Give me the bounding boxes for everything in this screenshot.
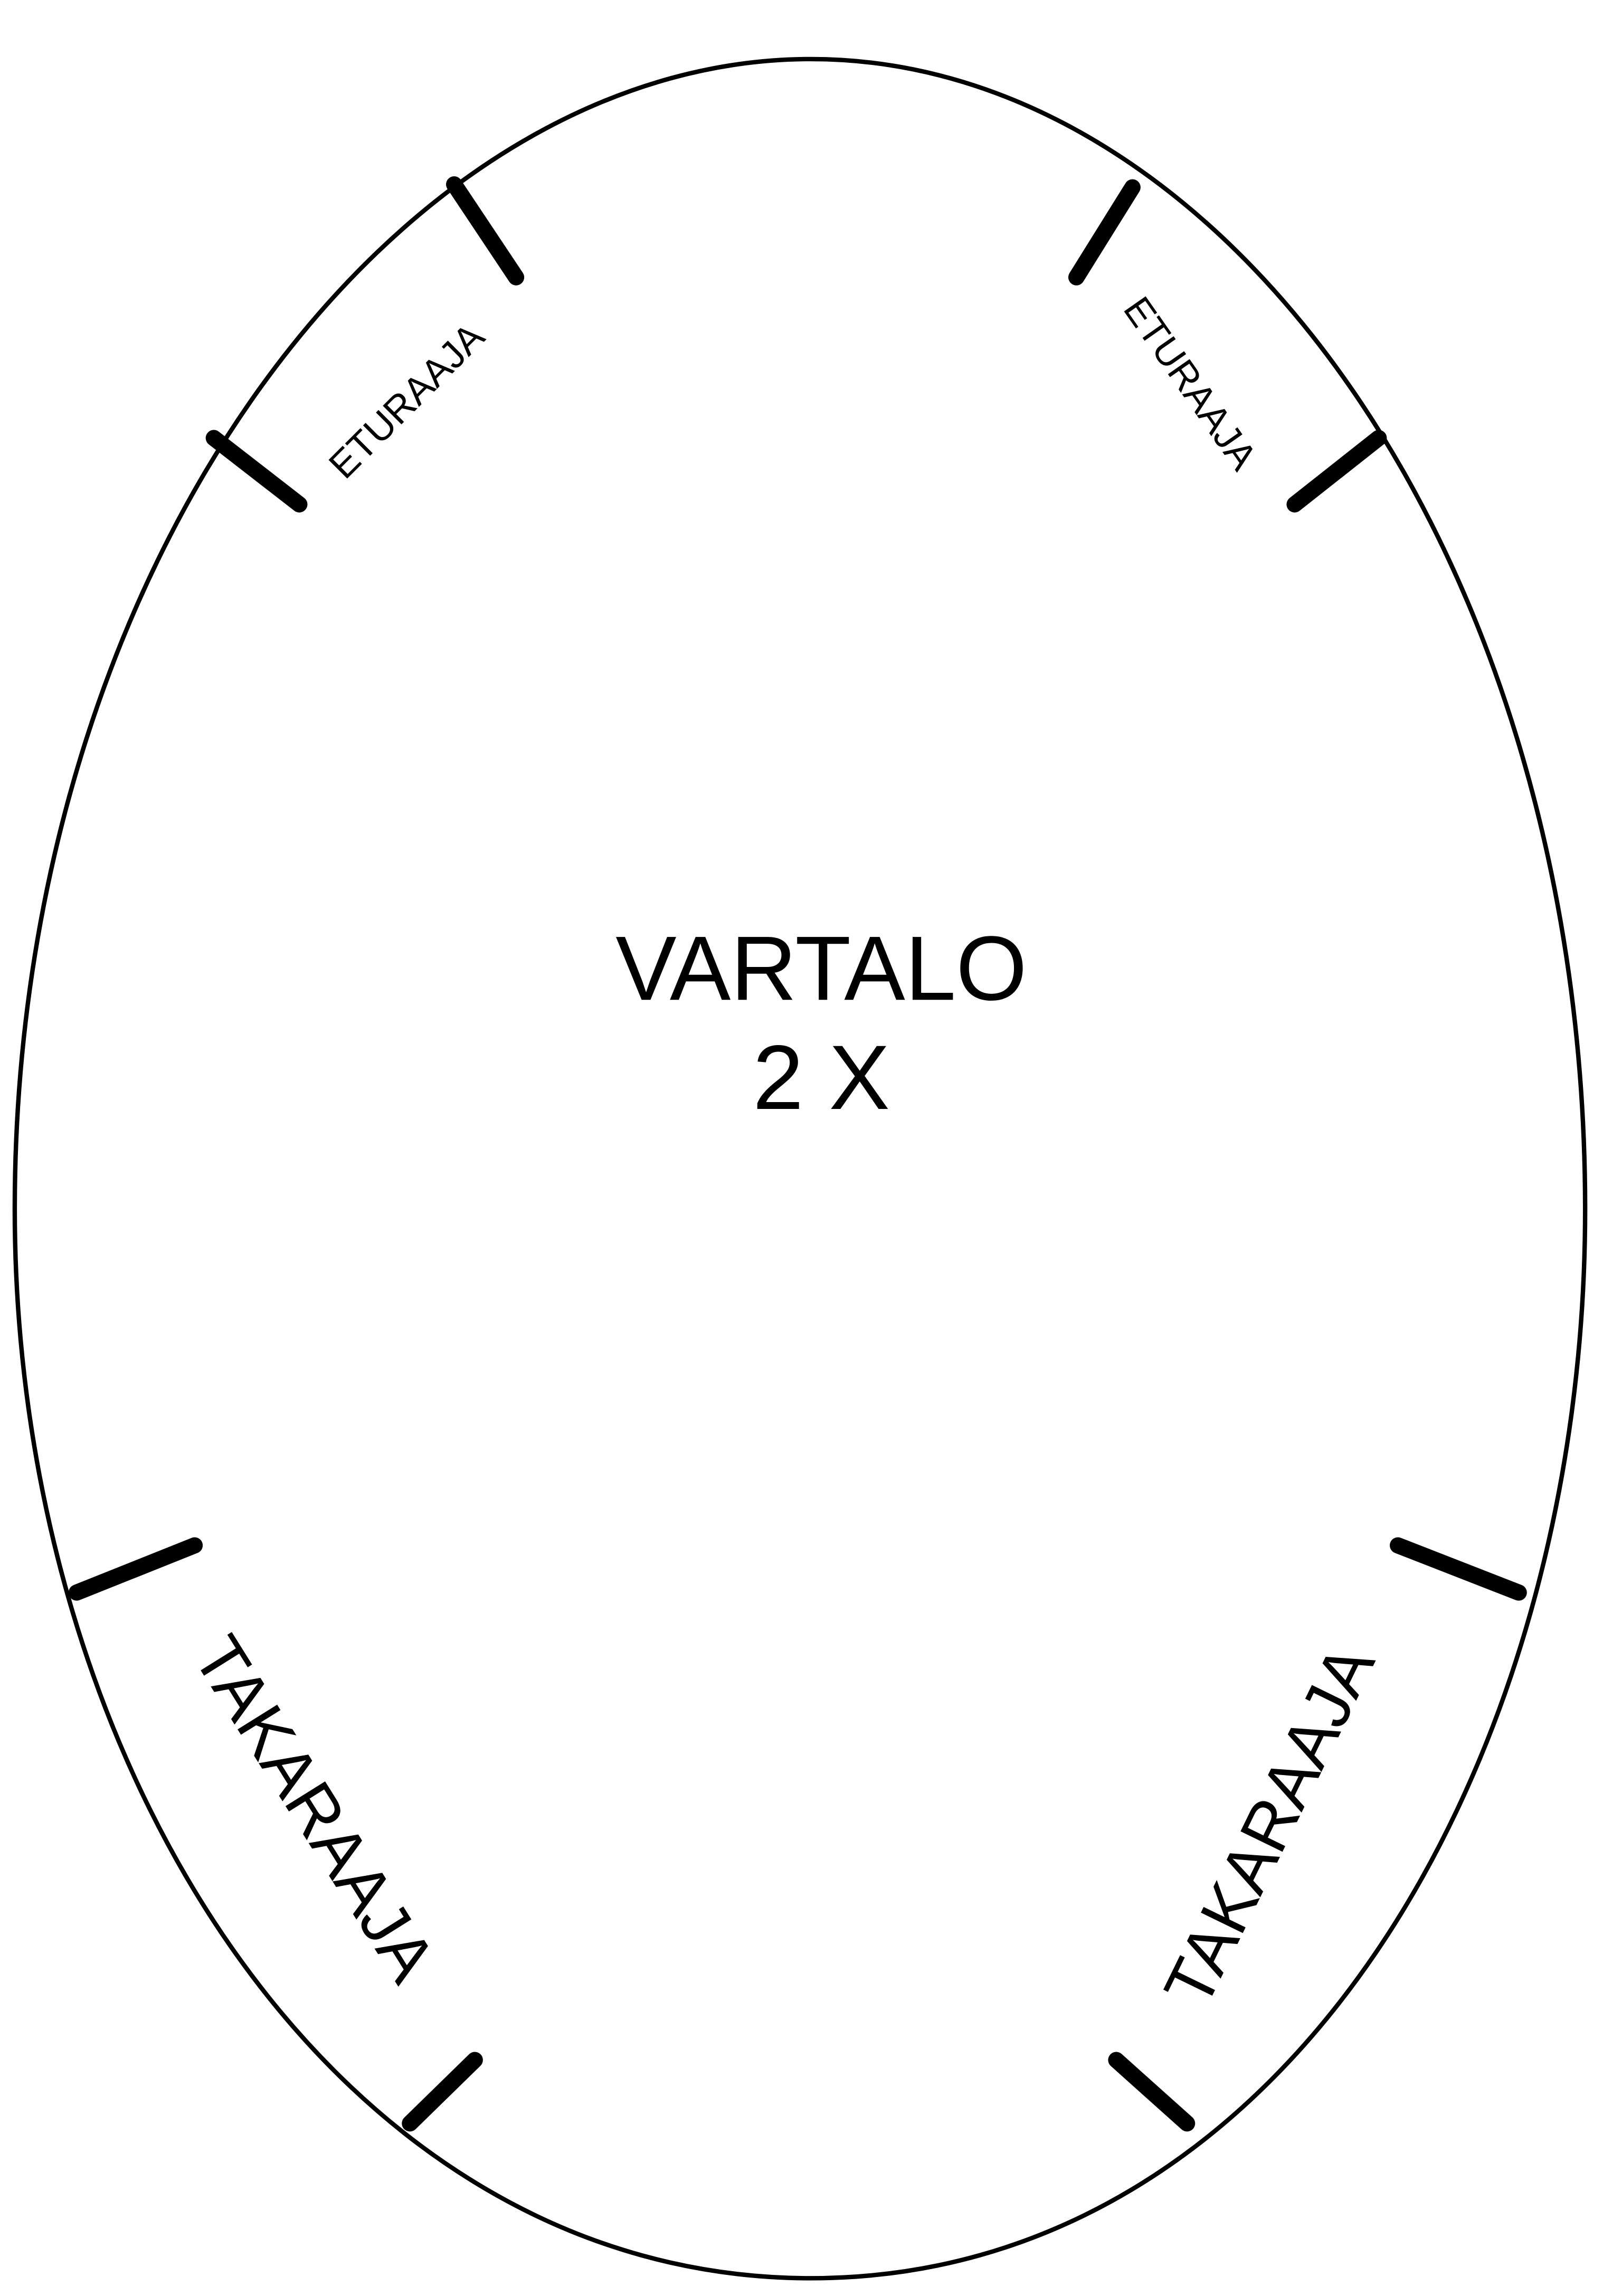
piece-count: 2 X: [753, 1026, 890, 1128]
notch-mark-front-left-upper: [446, 176, 525, 286]
notch-mark-back-right-lower: [1108, 2052, 1196, 2132]
piece-title: VARTALO: [615, 917, 1027, 1019]
notch-mark-front-right-lower: [1286, 430, 1387, 513]
label-front-leg-left: ETURAAJA: [321, 315, 493, 487]
label-back-leg-right: TAKARAAJA: [1150, 1634, 1389, 2018]
notch-mark-back-left-lower: [402, 2052, 483, 2132]
label-front-leg-right: ETURAAJA: [1115, 289, 1265, 478]
notch-mark-front-right-upper: [1068, 179, 1141, 286]
notch-mark-front-left-lower: [205, 430, 308, 513]
notch-mark-back-right-upper: [1390, 1537, 1527, 1601]
label-back-leg-left: TAKARAAJA: [179, 1623, 450, 1995]
egg-outline: [12, 56, 1588, 2281]
notch-mark-back-left-upper: [68, 1537, 203, 1601]
